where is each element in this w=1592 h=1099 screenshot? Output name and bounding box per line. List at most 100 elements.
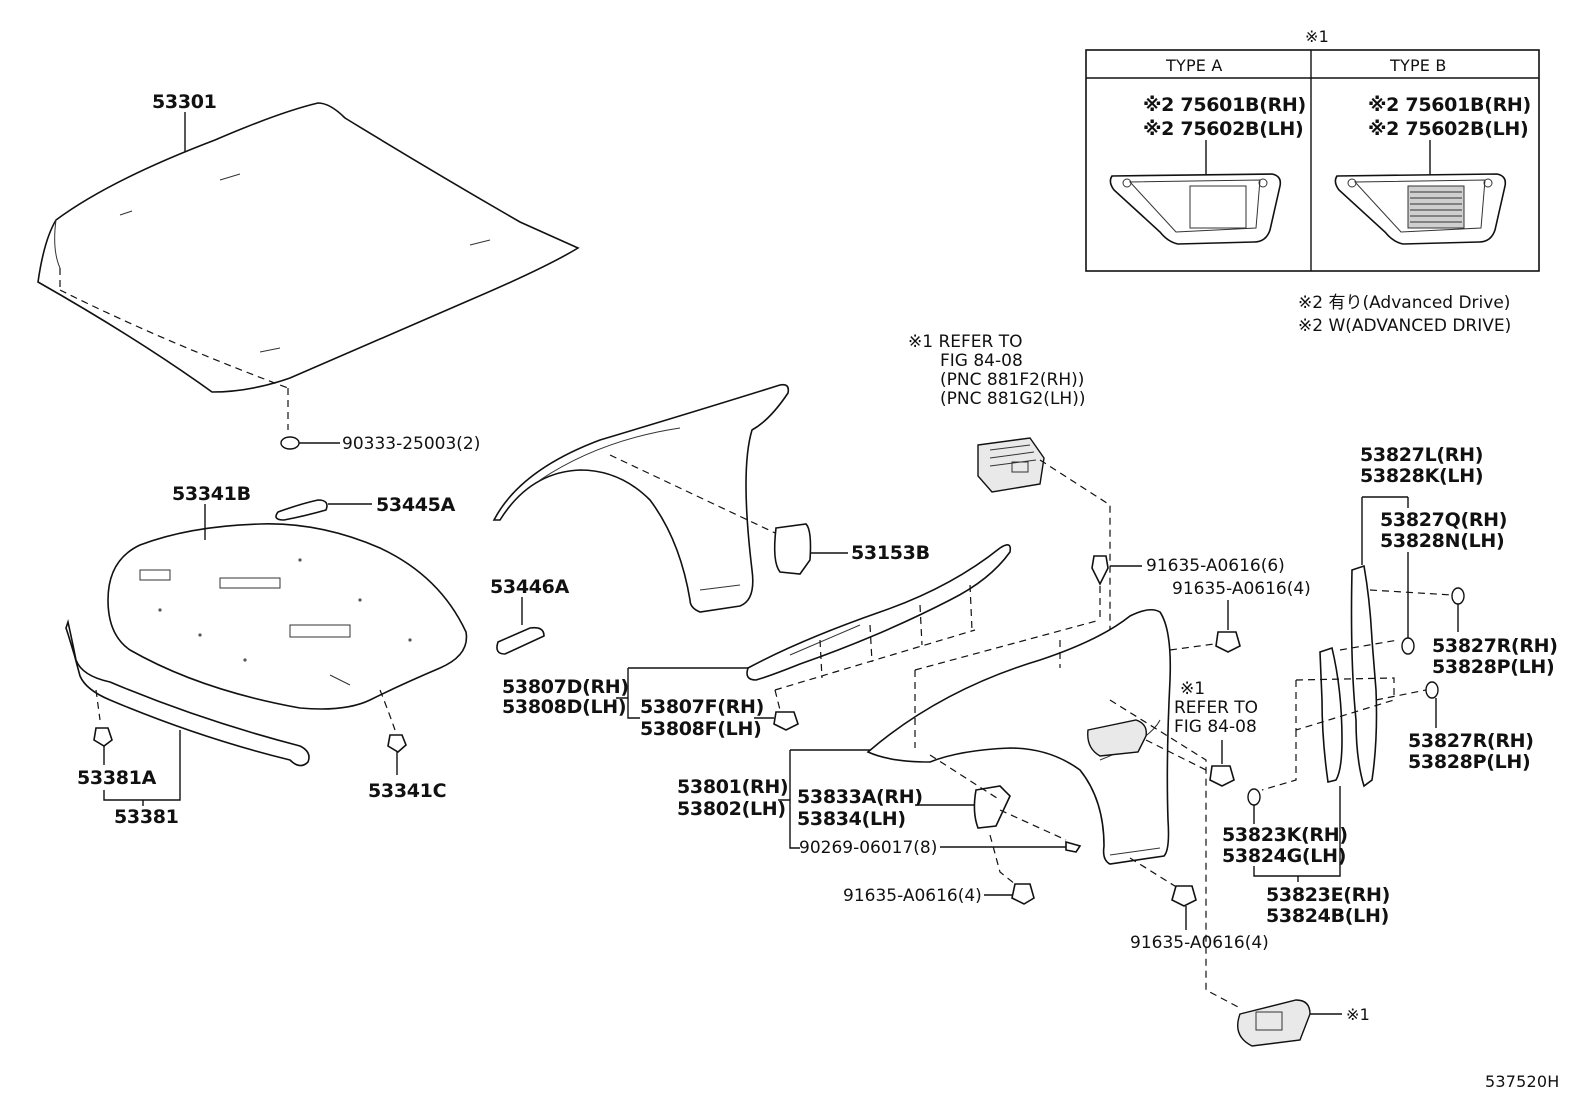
inset-note-mark: ※1	[1305, 27, 1329, 46]
label-91635-d: 91635-A0616(4)	[1172, 579, 1311, 599]
screw-90269-shape	[1065, 840, 1082, 853]
dash-seal-e	[969, 584, 973, 631]
label-53833A: 53833A(RH)	[797, 786, 923, 808]
refer-top-line1: ※1 REFER TO	[908, 332, 1023, 352]
bracket-53801	[778, 749, 870, 849]
seal-clip-53807F-shape	[773, 711, 799, 731]
dash-seal-frame-a	[1295, 677, 1395, 700]
dash-fender-top	[914, 619, 1101, 671]
bottom-cover-window	[1255, 1011, 1283, 1031]
dash-seal-b	[819, 639, 823, 679]
dash-seal-frame-d	[1339, 639, 1399, 651]
sensor-module-shape	[977, 437, 1045, 493]
bolt-91635-b-shape	[1171, 885, 1197, 907]
type-b-part-rh: ※2 75601B(RH)	[1368, 94, 1531, 116]
seal-strip-53823E-shape	[1319, 646, 1343, 783]
label-53824B: 53824B(LH)	[1266, 905, 1389, 927]
dash-seal-c	[869, 624, 873, 663]
label-53828N: 53828N(LH)	[1380, 530, 1504, 552]
label-91635-c: 91635-A0616(6)	[1146, 556, 1285, 576]
grommet-53827R-a-shape	[1451, 587, 1465, 605]
type-b-cover-shape	[1334, 173, 1507, 245]
dash-module	[1039, 459, 1111, 700]
dash-seal-d	[919, 604, 923, 646]
fender-cover-insert-shape	[1087, 719, 1147, 757]
label-53381A: 53381A	[77, 767, 157, 789]
refer-top-line3: (PNC 881F2(RH))	[940, 370, 1084, 390]
diagram-id: 537520H	[1485, 1072, 1560, 1091]
hood-seal-clip-shape	[275, 499, 328, 521]
label-53828K: 53828K(LH)	[1360, 465, 1483, 487]
bracket-53381	[103, 730, 181, 801]
grommet-53827R-b-shape	[1425, 681, 1439, 699]
dash-53341C	[379, 689, 396, 731]
label-53808D: 53808D(LH)	[502, 696, 626, 718]
refer-mid-line3: FIG 84-08	[1174, 717, 1257, 737]
label-53341B: 53341B	[172, 483, 251, 505]
fender-clip-shape	[496, 626, 545, 655]
label-53446A: 53446A	[490, 576, 570, 598]
type-a-part-lh: ※2 75602B(LH)	[1143, 118, 1303, 140]
label-91635-b: 91635-A0616(4)	[1130, 933, 1269, 953]
bottom-cover-shape	[1237, 999, 1311, 1047]
bracket-53823E	[1253, 786, 1341, 877]
fender-inner-panel	[492, 383, 790, 613]
fender-seal-strip	[746, 544, 1012, 681]
dash-53153B	[609, 454, 791, 541]
label-53823K: 53823K(RH)	[1222, 824, 1348, 846]
hood-insulator-pad	[107, 523, 468, 710]
footnote-en: ※2 W(ADVANCED DRIVE)	[1298, 316, 1511, 336]
dash-91635-b	[1129, 857, 1179, 889]
dash-seal-a	[774, 629, 976, 691]
bracket-53807D	[616, 667, 748, 719]
label-53808F: 53808F(LH)	[640, 718, 761, 740]
bolt-91635-d-shape	[1215, 631, 1241, 653]
refer-mid-line2: REFER TO	[1174, 698, 1258, 718]
hood-panel	[37, 102, 580, 430]
insulator-clip-shape	[387, 734, 407, 753]
fender-bracket-53833A-shape	[973, 785, 1011, 829]
footnote-jp: ※2 有り(Advanced Drive)	[1298, 293, 1510, 313]
label-90333: 90333-25003(2)	[342, 434, 480, 454]
label-53381: 53381	[114, 806, 179, 828]
dash-90269	[999, 809, 1067, 841]
label-53828P-b: 53828P(LH)	[1408, 751, 1530, 773]
label-53301: 53301	[152, 91, 217, 113]
label-53828P-a: 53828P(LH)	[1432, 656, 1554, 678]
grommet-53827Q-shape	[1401, 637, 1415, 655]
label-53341C: 53341C	[368, 780, 446, 802]
bolt-91635-c-shape	[1091, 555, 1109, 586]
dash-53827R-a	[1369, 589, 1453, 596]
dash-91635-a	[989, 834, 1021, 889]
label-53802: 53802(LH)	[677, 798, 786, 820]
dash-91635-d	[1169, 643, 1215, 651]
label-53824G: 53824G(LH)	[1222, 845, 1346, 867]
type-a-part-rh: ※2 75601B(RH)	[1143, 94, 1306, 116]
dash-53381A	[95, 689, 101, 721]
seal-clip-shape	[93, 727, 113, 747]
type-b-header: TYPE B	[1389, 56, 1447, 75]
refer-mid-line1: ※1	[1180, 679, 1205, 699]
label-53827L: 53827L(RH)	[1360, 444, 1483, 466]
label-53801: 53801(RH)	[677, 776, 788, 798]
refer-top-line4: (PNC 881G2(LH))	[940, 389, 1085, 409]
inset-frame	[1085, 49, 1540, 272]
refer-mid-bolt-shape	[1209, 765, 1235, 787]
label-53807D: 53807D(RH)	[502, 676, 629, 698]
bracket-53827L	[1361, 496, 1409, 565]
type-inset-table: ※1 TYPE A TYPE B ※2 75601B(RH) ※2 75602B…	[1085, 27, 1540, 336]
type-b-part-lh: ※2 75602B(LH)	[1368, 118, 1528, 140]
dash-seal-frame-c	[1261, 730, 1297, 791]
refer-top-line2: FIG 84-08	[940, 351, 1023, 371]
dash-53833A	[929, 754, 1001, 801]
bottom-cover-mark: ※1	[1346, 1005, 1370, 1024]
label-53153B: 53153B	[851, 542, 930, 564]
label-53827R-b: 53827R(RH)	[1408, 730, 1534, 752]
fender-bracket-shape	[773, 523, 812, 575]
hood-cushion-shape	[280, 436, 300, 450]
dash-seal-frame-b	[1295, 680, 1395, 731]
seal-strip-53827L-shape	[1350, 564, 1378, 788]
label-53807F: 53807F(RH)	[640, 696, 764, 718]
dash-53807F	[774, 689, 781, 711]
